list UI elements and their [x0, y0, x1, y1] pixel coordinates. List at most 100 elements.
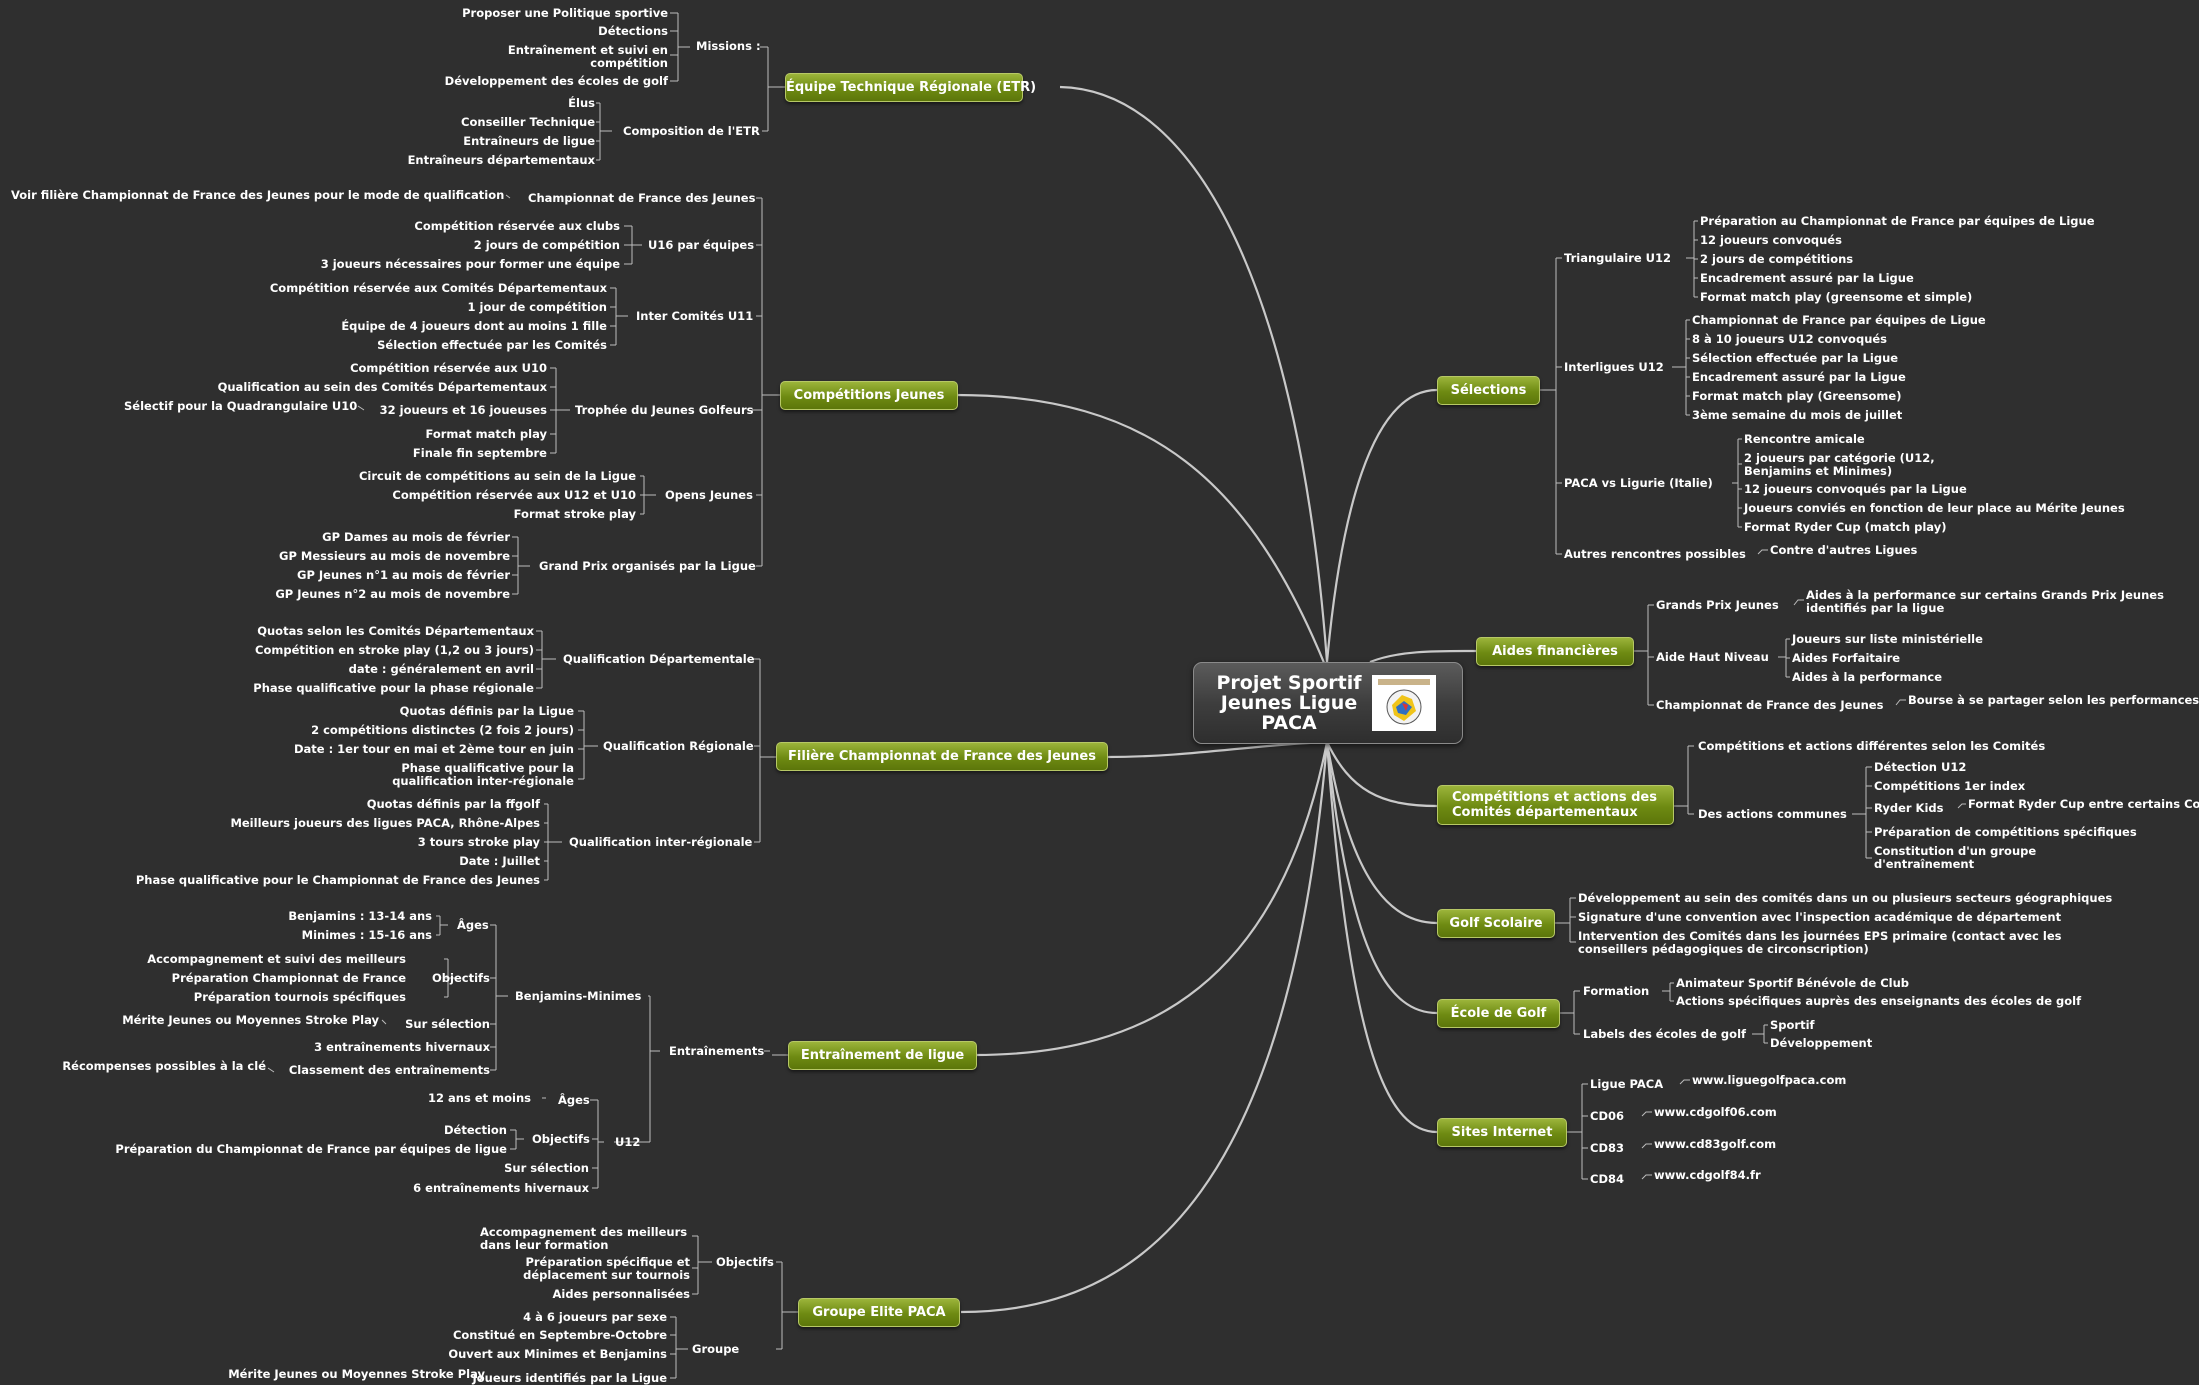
sel-inter-item[interactable]: Sélection effectuée par la Ligue [1692, 351, 1899, 365]
filiere-reg-item[interactable]: 2 compétitions distinctes (2 fois 2 jour… [311, 723, 574, 737]
elite-groupe-item[interactable]: Constitué en Septembre-Octobre [452, 1328, 667, 1342]
etr-missions-item[interactable]: Proposer une Politique sportive [462, 6, 668, 20]
entr-u12-objectifs-item[interactable]: Préparation du Championnat de France par… [115, 1142, 507, 1156]
entr-u12-objectifs-item[interactable]: Détection [444, 1123, 507, 1137]
filiere-reg-item[interactable]: Quotas définis par la Ligue [399, 704, 574, 718]
ecole-formation-label[interactable]: Formation [1583, 984, 1650, 998]
aides-ahn-item[interactable]: Aides Forfaitaire [1792, 651, 1901, 665]
cj-u16-item[interactable]: Compétition réservée aux clubs [414, 219, 620, 233]
sel-autres-item[interactable]: Contre d'autres Ligues [1770, 543, 1918, 557]
cj-opens-item[interactable]: Circuit de compétitions au sein de la Li… [358, 469, 636, 483]
cj-trophee-item[interactable]: Finale fin septembre [412, 446, 547, 460]
sel-inter-item[interactable]: 3ème semaine du mois de juillet [1692, 408, 1903, 422]
elite-groupe-sub[interactable]: Mérite Jeunes ou Moyennes Stroke Play [228, 1367, 485, 1381]
aides-ahn-item[interactable]: Joueurs sur liste ministérielle [1792, 632, 1983, 646]
cj-gp-label[interactable]: Grand Prix organisés par la Ligue [539, 559, 756, 573]
branch-comites[interactable]: Compétitions et actions des Comités dépa… [1437, 785, 1674, 825]
scolaire-item[interactable]: Développement au sein des comités dans u… [1578, 891, 2113, 905]
comites-communes-item[interactable]: Ryder Kids [1874, 801, 1944, 815]
entr-u12-ages-label[interactable]: Âges [558, 1093, 590, 1107]
central-topic[interactable]: Projet Sportif Jeunes Ligue PACA [1193, 662, 1463, 744]
entr-bm-objectifs-item[interactable]: Accompagnement et suivi des meilleurs [147, 952, 406, 966]
entr-u12-selection[interactable]: Sur sélection [504, 1161, 589, 1175]
aides-gp-item[interactable]: Aides à la performance sur certains Gran… [1806, 588, 2164, 615]
cj-gp-item[interactable]: GP Messieurs au mois de novembre [279, 549, 510, 563]
filiere-inter-label[interactable]: Qualification inter-régionale [569, 835, 753, 849]
elite-groupe-item[interactable]: Joueurs identifiés par la Ligue [472, 1371, 667, 1385]
entr-bm-classement-sub[interactable]: Récompenses possibles à la clé [62, 1059, 266, 1073]
entr-bm-selection-sub[interactable]: Mérite Jeunes ou Moyennes Stroke Play [122, 1013, 379, 1027]
branch-groupe-elite[interactable]: Groupe Elite PACA [798, 1298, 960, 1327]
branch-entrainement-ligue[interactable]: Entraînement de ligue [788, 1041, 977, 1070]
filiere-dep-item[interactable]: date : généralement en avril [348, 662, 534, 676]
site-link[interactable]: www.cd83golf.com [1654, 1137, 1777, 1151]
etr-composition-label[interactable]: Composition de l'ETR [623, 124, 760, 138]
ecole-formation-item[interactable]: Animateur Sportif Bénévole de Club [1676, 976, 1909, 990]
entr-bm-objectifs-label[interactable]: Objectifs [432, 971, 490, 985]
branch-competitions-jeunes[interactable]: Compétitions Jeunes [780, 381, 958, 410]
elite-objectifs-label[interactable]: Objectifs [716, 1255, 774, 1269]
sel-inter-item[interactable]: Championnat de France par équipes de Lig… [1692, 313, 1986, 327]
cj-opens-item[interactable]: Format stroke play [513, 507, 636, 521]
ecole-labels-item[interactable]: Développement [1770, 1036, 1873, 1050]
ecole-formation-item[interactable]: Actions spécifiques auprès des enseignan… [1676, 994, 2082, 1008]
filiere-inter-item[interactable]: Date : Juillet [459, 854, 540, 868]
entr-bm-objectifs-item[interactable]: Préparation Championnat de France [171, 971, 406, 985]
sel-tri-item[interactable]: Préparation au Championnat de France par… [1700, 214, 2095, 228]
scolaire-item[interactable]: Signature d'une convention avec l'inspec… [1578, 910, 2062, 924]
filiere-dep-item[interactable]: Phase qualificative pour la phase région… [253, 681, 534, 695]
site-link[interactable]: www.cdgolf84.fr [1654, 1168, 1761, 1182]
elite-groupe-item[interactable]: 4 à 6 joueurs par sexe [523, 1310, 667, 1324]
etr-composition-item[interactable]: Élus [568, 96, 595, 110]
entr-bm-ages-item[interactable]: Minimes : 15-16 ans [301, 928, 432, 942]
branch-ecole-de-golf[interactable]: École de Golf [1437, 999, 1560, 1028]
etr-composition-item[interactable]: Entraîneurs de ligue [463, 134, 595, 148]
cj-u11-item[interactable]: Compétition réservée aux Comités Départe… [269, 281, 607, 295]
comites-ryder-sub[interactable]: Format Ryder Cup entre certains Co [1968, 797, 2199, 811]
branch-aides-financieres[interactable]: Aides financières [1476, 637, 1634, 666]
cj-trophee-label[interactable]: Trophée du Jeunes Golfeurs [575, 403, 754, 417]
entr-bm-ages-label[interactable]: Âges [457, 918, 489, 932]
cj-gp-item[interactable]: GP Jeunes n°1 au mois de février [297, 568, 510, 582]
entr-bm-hivernaux[interactable]: 3 entraînements hivernaux [314, 1040, 490, 1054]
entr-entrainements-label[interactable]: Entraînements [669, 1044, 765, 1058]
entr-u12-label[interactable]: U12 [615, 1135, 641, 1149]
aides-cfj-label[interactable]: Championnat de France des Jeunes [1656, 698, 1884, 712]
filiere-reg-label[interactable]: Qualification Régionale [603, 739, 754, 753]
etr-missions-label[interactable]: Missions : [696, 39, 761, 53]
branch-selections[interactable]: Sélections [1437, 376, 1540, 405]
entr-u12-ages-item[interactable]: 12 ans et moins [428, 1091, 531, 1105]
cj-opens-item[interactable]: Compétition réservée aux U12 et U10 [392, 488, 636, 502]
elite-objectifs-item[interactable]: Aides personnalisées [552, 1287, 690, 1301]
cj-trophee-item[interactable]: 32 joueurs et 16 joueuses [379, 403, 547, 417]
filiere-inter-item[interactable]: Meilleurs joueurs des ligues PACA, Rhône… [230, 816, 540, 830]
sel-paca-item[interactable]: Format Ryder Cup (match play) [1744, 520, 1947, 534]
filiere-inter-item[interactable]: Phase qualificative pour le Championnat … [135, 873, 540, 887]
cj-trophee-item[interactable]: Qualification au sein des Comités Départ… [217, 380, 547, 394]
site-link[interactable]: www.cdgolf06.com [1654, 1105, 1777, 1119]
cj-trophee-item[interactable]: Compétition réservée aux U10 [350, 361, 547, 375]
elite-objectifs-item[interactable]: Accompagnement des meilleurs dans leur f… [480, 1225, 688, 1252]
etr-missions-item[interactable]: Détections [598, 24, 668, 38]
sel-inter-item[interactable]: Format match play (Greensome) [1692, 389, 1902, 403]
elite-objectifs-item[interactable]: Préparation spécifique et déplacement su… [523, 1255, 690, 1282]
elite-groupe-item[interactable]: Ouvert aux Minimes et Benjamins [448, 1347, 667, 1361]
sel-autres-label[interactable]: Autres rencontres possibles [1564, 547, 1746, 561]
sel-paca-item[interactable]: 2 joueurs par catégorie (U12, Benjamins … [1744, 451, 1935, 478]
comites-diff[interactable]: Compétitions et actions différentes selo… [1698, 739, 2046, 753]
aides-cfj-item[interactable]: Bourse à se partager selon les performan… [1908, 693, 2199, 707]
etr-composition-item[interactable]: Conseiller Technique [461, 115, 595, 129]
cj-u11-item[interactable]: Équipe de 4 joueurs dont au moins 1 fill… [341, 319, 607, 333]
filiere-reg-item[interactable]: Date : 1er tour en mai et 2ème tour en j… [293, 742, 574, 756]
cj-u16-item[interactable]: 2 jours de compétition [473, 238, 620, 252]
comites-communes-label[interactable]: Des actions communes [1698, 807, 1847, 821]
site-link[interactable]: www.liguegolfpaca.com [1692, 1073, 1847, 1087]
sel-tri-label[interactable]: Triangulaire U12 [1564, 251, 1672, 265]
sel-tri-item[interactable]: Format match play (greensome et simple) [1700, 290, 1973, 304]
aides-ahn-item[interactable]: Aides à la performance [1792, 670, 1943, 684]
sel-tri-item[interactable]: 12 joueurs convoqués [1700, 233, 1842, 247]
filiere-dep-item[interactable]: Compétition en stroke play (1,2 ou 3 jou… [255, 643, 534, 657]
ecole-labels-label[interactable]: Labels des écoles de golf [1583, 1027, 1747, 1041]
entr-bm-selection[interactable]: Sur sélection [405, 1017, 490, 1031]
comites-communes-item[interactable]: Compétitions 1er index [1874, 779, 2026, 793]
